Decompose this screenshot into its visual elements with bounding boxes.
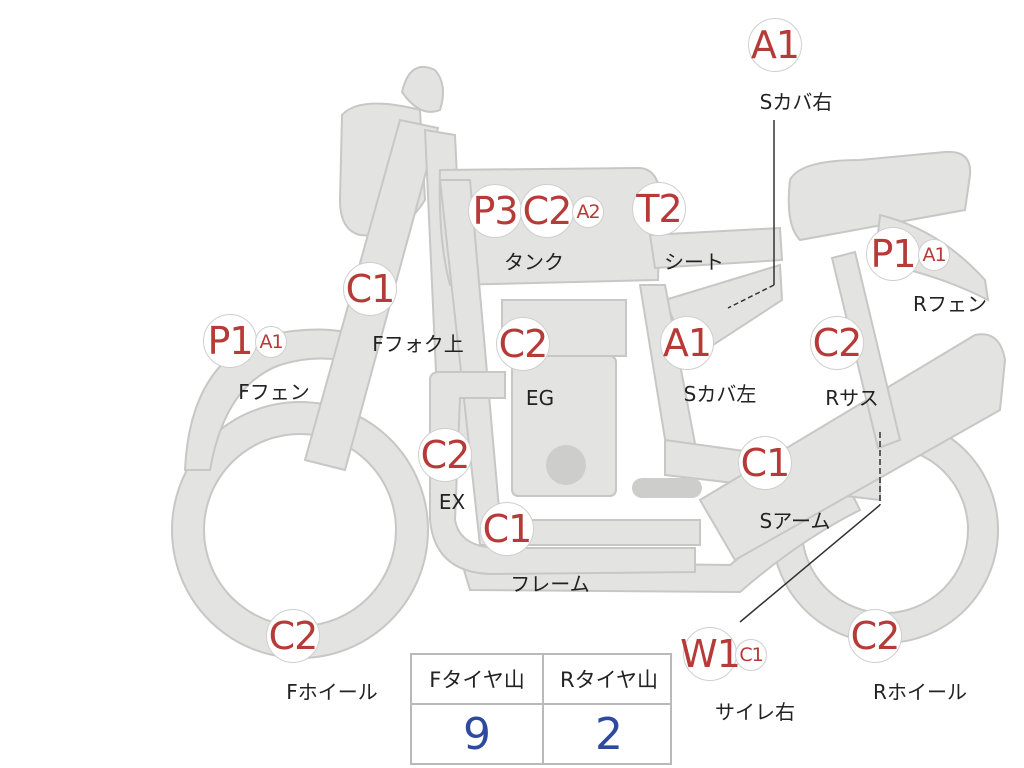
muffler-shape: [698, 333, 1007, 562]
code-badge-rear-fender-0: P1: [866, 227, 920, 281]
front-tire-value: 9: [463, 708, 491, 760]
code-badge-rear-suspension-0: C2: [810, 316, 864, 370]
part-label-exhaust: EX: [438, 490, 466, 514]
part-label-rear-fender: Rフェン: [913, 292, 987, 316]
part-label-s-cover-right: Sカバ右: [759, 90, 833, 114]
code-badge-frame-0: C1: [480, 502, 534, 556]
front-wheel-shape: [172, 402, 428, 658]
part-label-seat: シート: [664, 250, 724, 274]
tire-table: Fタイヤ山 Rタイヤ山 9 2: [410, 653, 672, 765]
code-badge-seat-0: T2: [632, 182, 686, 236]
code-badge-front-wheel-0: C2: [266, 609, 320, 663]
part-label-front-wheel: Fホイール: [286, 680, 378, 704]
code-badge-front-fender-1: A1: [255, 326, 287, 358]
seat-shape: [648, 226, 784, 270]
rear-tire-header: Rタイヤ山: [560, 668, 658, 692]
code-badge-exhaust-0: C2: [418, 428, 472, 482]
code-badge-swing-arm-0: C1: [738, 436, 792, 490]
code-badge-tank-2: A2: [572, 196, 604, 228]
code-badge-rear-wheel-0: C2: [848, 609, 902, 663]
code-badge-rear-fender-1: A1: [918, 239, 950, 271]
exhaust-shape: [429, 371, 696, 576]
part-label-swing-arm: Sアーム: [759, 509, 831, 533]
code-badge-s-cover-left-0: A1: [660, 316, 714, 370]
code-badge-fork-upper-0: C1: [343, 262, 397, 316]
rear-tire-value: 2: [595, 708, 623, 760]
part-label-tank: タンク: [504, 250, 564, 274]
part-label-frame: フレーム: [510, 572, 590, 596]
part-label-rear-suspension: Rサス: [825, 386, 879, 410]
table-divider-horizontal: [412, 703, 670, 705]
code-badge-tank-1: C2: [520, 184, 574, 238]
code-badge-muffler-right-0: W1: [680, 627, 741, 681]
code-badge-muffler-right-1: C1: [735, 639, 767, 671]
part-label-engine: EG: [525, 386, 555, 410]
part-label-muffler-right: サイレ右: [715, 700, 795, 724]
code-badge-tank-0: P3: [468, 184, 522, 238]
code-badge-s-cover-right-0: A1: [748, 18, 802, 72]
code-badge-engine-0: C2: [496, 317, 550, 371]
part-label-fork-upper: Fフォク上: [372, 332, 464, 356]
rear-suspension-shape: [830, 250, 902, 450]
front-tire-header: Fタイヤ山: [429, 668, 525, 692]
table-divider-vertical: [542, 655, 544, 765]
part-label-s-cover-left: Sカバ左: [683, 382, 757, 406]
part-label-rear-wheel: Rホイール: [873, 680, 967, 704]
part-label-front-fender: Fフェン: [238, 380, 310, 404]
code-badge-front-fender-0: P1: [203, 314, 257, 368]
